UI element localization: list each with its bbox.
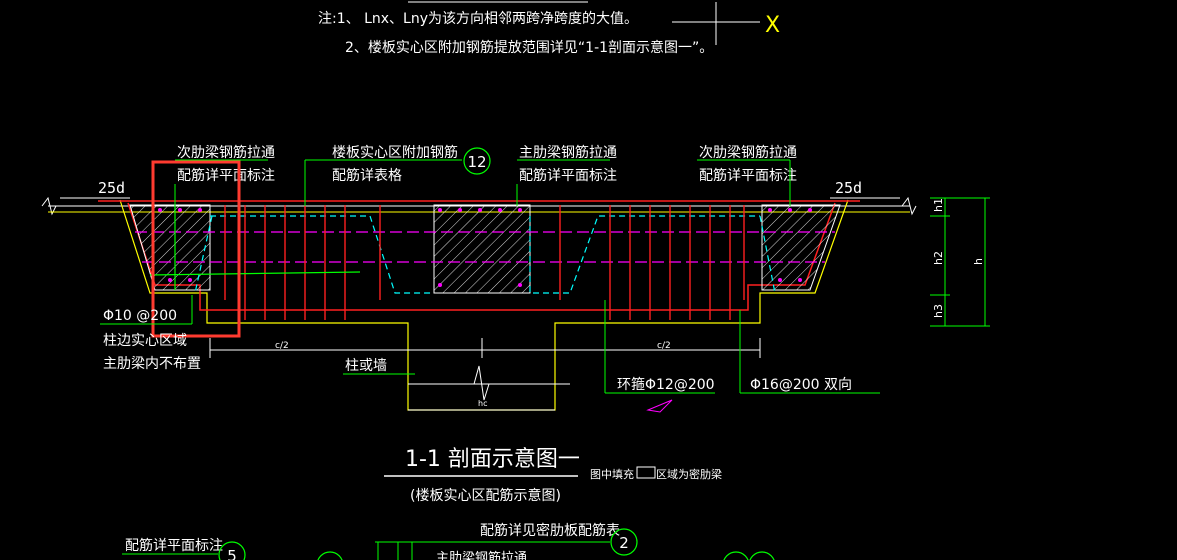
svg-text:hc: hc (478, 399, 487, 408)
svg-text:柱边实心区域: 柱边实心区域 (103, 333, 187, 349)
title-main: 1-1 剖面示意图一 (405, 447, 580, 472)
note-line-2: 2、楼板实心区附加钢筋提放范围详见“1-1剖面示意图一”。 (345, 39, 713, 56)
svg-text:次肋梁钢筋拉通: 次肋梁钢筋拉通 (177, 144, 275, 161)
bottom-row: 配筋详平面标注 5 配筋详见密肋板配筋表 2 主肋梁钢筋拉通 11 11 (122, 522, 775, 560)
svg-text:主肋梁钢筋拉通: 主肋梁钢筋拉通 (519, 144, 617, 161)
callout-left-top: 次肋梁钢筋拉通 配筋详平面标注 (174, 144, 275, 206)
column-callout: 柱或墙 (343, 358, 415, 375)
svg-text:主肋梁钢筋拉通: 主肋梁钢筋拉通 (436, 550, 527, 560)
svg-text:配筋详平面标注: 配筋详平面标注 (177, 167, 275, 184)
svg-text:Φ10 @200: Φ10 @200 (103, 308, 177, 324)
legend-swatch (636, 466, 656, 479)
ring-bar-callout: 环箍Φ12@200 (604, 300, 715, 413)
title-sub: (楼板实心区配筋示意图) (410, 487, 561, 504)
bottom-left-label: 配筋详平面标注 (125, 537, 223, 554)
callout-mid: 楼板实心区附加钢筋 配筋详表格 12 (304, 144, 491, 206)
svg-text:h3: h3 (932, 304, 945, 318)
callout-main: 主肋梁钢筋拉通 配筋详平面标注 (516, 144, 617, 206)
dim-c2 (209, 338, 761, 358)
right-bar-callout: Φ16@200 双向 (739, 310, 880, 394)
svg-text:柱或墙: 柱或墙 (345, 358, 387, 374)
bottom-center-label: 配筋详见密肋板配筋表 (480, 522, 620, 539)
svg-text:11: 11 (322, 558, 337, 560)
svg-text:配筋详表格: 配筋详表格 (332, 167, 402, 184)
callout-right: 次肋梁钢筋拉通 配筋详平面标注 (697, 144, 797, 206)
svg-text:h: h (972, 258, 985, 265)
slab-section (41, 196, 917, 411)
svg-text:h2: h2 (932, 251, 945, 265)
x-axis-marker: X (672, 2, 780, 45)
dim-25d-right: 25d (835, 179, 862, 197)
highlight-box (151, 160, 241, 338)
svg-text:配筋详平面标注: 配筋详平面标注 (699, 167, 797, 184)
note-line-1: 注:1、 Lnx、Lny为该方向相邻两跨净跨度的大值。 (318, 11, 638, 27)
dim-25d-left: 25d (98, 179, 125, 197)
legend-1: 图中填充 (590, 467, 634, 481)
svg-text:c/2: c/2 (657, 341, 671, 351)
svg-text:次肋梁钢筋拉通: 次肋梁钢筋拉通 (699, 144, 797, 161)
svg-text:环箍Φ12@200: 环箍Φ12@200 (617, 376, 715, 393)
svg-text:配筋详平面标注: 配筋详平面标注 (519, 167, 617, 184)
dim-stack-right (930, 197, 990, 327)
svg-text:Φ16@200 双向: Φ16@200 双向 (750, 377, 852, 393)
svg-text:11: 11 (754, 558, 769, 560)
legend-2: 区域为密肋梁 (656, 467, 722, 481)
hatch-right (761, 204, 841, 291)
bubble-12 (463, 147, 491, 175)
svg-text:主肋梁内不布置: 主肋梁内不布置 (103, 356, 201, 372)
svg-text:5: 5 (227, 547, 237, 560)
svg-text:楼板实心区附加钢筋: 楼板实心区附加钢筋 (332, 144, 458, 161)
svg-text:c/2: c/2 (275, 341, 289, 351)
svg-text:h1: h1 (932, 198, 945, 212)
section-title: 1-1 剖面示意图一 (楼板实心区配筋示意图) 图中填充 区域为密肋梁 (384, 447, 722, 504)
hatch-center (433, 204, 531, 294)
column-break (408, 365, 570, 411)
left-bar-callout: Φ10 @200 柱边实心区域 主肋梁内不布置 (100, 295, 201, 372)
svg-text:2: 2 (619, 534, 629, 552)
svg-text:12: 12 (467, 153, 486, 171)
x-axis-label: X (765, 13, 780, 38)
